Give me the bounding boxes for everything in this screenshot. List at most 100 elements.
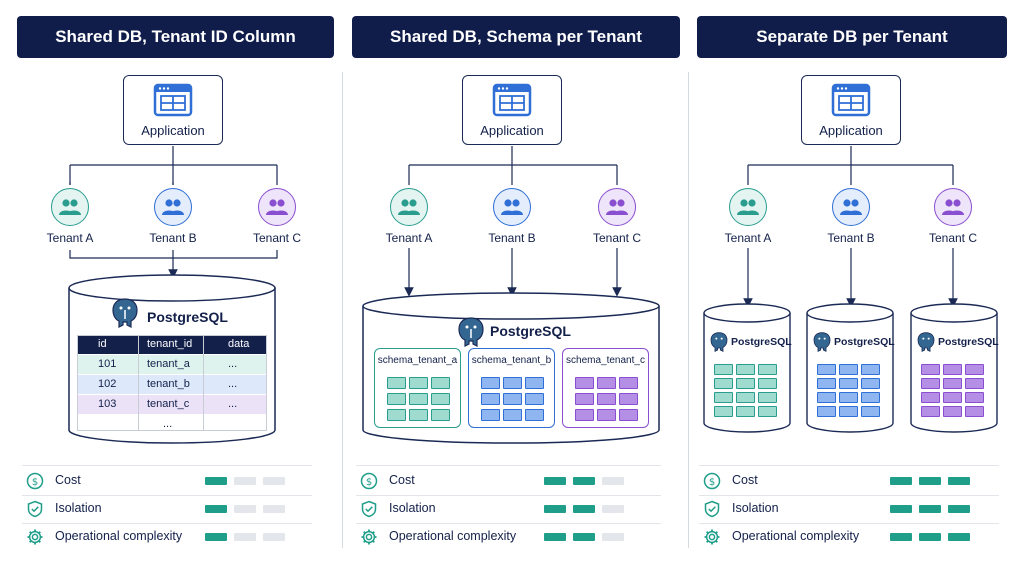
metric-separator [356, 523, 661, 524]
tenant-b-icon [832, 188, 870, 226]
schema-table-cell [409, 377, 428, 389]
postgresql-label: PostgreSQL [490, 323, 571, 339]
metric-level-bar [573, 533, 595, 541]
db-table-cell [736, 392, 755, 403]
table-cell: ... [163, 418, 173, 430]
metric-level-bar [263, 505, 285, 513]
metric-separator [356, 495, 661, 496]
metric-label: Operational complexity [732, 529, 860, 543]
db-table-cell [736, 364, 755, 375]
metric-level-bar [263, 477, 285, 485]
dollar-icon: $ [26, 472, 44, 490]
schema-table-cell [525, 377, 544, 389]
application-window-icon [492, 83, 532, 117]
schema-table-cell [387, 393, 406, 405]
metric-level-bar [205, 533, 227, 541]
gear-icon [360, 528, 378, 546]
table-cell: ... [228, 378, 238, 390]
shield-check-icon [703, 500, 721, 518]
metric-label: Isolation [732, 501, 779, 515]
metric-label: Cost [55, 473, 81, 487]
postgresql-database-tenant-b: PostgreSQL [806, 303, 895, 433]
metric-label: Cost [389, 473, 415, 487]
column-header-separate-db: Separate DB per Tenant [697, 16, 1007, 58]
db-table-cell [839, 392, 858, 403]
db-table-cell [921, 364, 940, 375]
db-table-cell [965, 406, 984, 417]
table-col-divider [138, 336, 139, 430]
postgresql-label: PostgreSQL [938, 336, 999, 348]
postgresql-label: PostgreSQL [147, 309, 228, 325]
tenant-c-icon [598, 188, 636, 226]
application-box: Application [123, 75, 223, 145]
metric-label: Operational complexity [389, 529, 517, 543]
schema-table-cell [387, 409, 406, 421]
schema-table-cell [481, 377, 500, 389]
dollar-icon: $ [703, 472, 721, 490]
db-table-cell [714, 364, 733, 375]
metric-level-bar [948, 477, 970, 485]
schema-label: schema_tenant_a [377, 355, 458, 366]
metric-level-bar [573, 477, 595, 485]
db-table-cell [736, 378, 755, 389]
schema-table-cell [575, 409, 594, 421]
postgresql-database-tenant-c: PostgreSQL [910, 303, 999, 433]
table-cell: ... [228, 398, 238, 410]
metric-separator [699, 495, 999, 496]
postgresql-elephant-icon [710, 332, 728, 352]
schema-table-cell [597, 377, 616, 389]
table-cell: ... [228, 358, 238, 370]
schema-table-cell [409, 409, 428, 421]
db-table-cell [943, 364, 962, 375]
schema-table-cell [619, 393, 638, 405]
gear-icon [703, 528, 721, 546]
column-divider [342, 72, 343, 548]
tenant-label: Tenant A [724, 231, 772, 245]
metric-level-bar [890, 505, 912, 513]
metric-level-bar [573, 505, 595, 513]
table-row-tenant-a [78, 355, 266, 374]
shield-check-icon [360, 500, 378, 518]
schema-table-cell [503, 393, 522, 405]
db-table-cell [714, 406, 733, 417]
db-table-cell [758, 392, 777, 403]
metric-level-bar [544, 505, 566, 513]
application-label: Application [480, 123, 544, 138]
table-col-divider [203, 336, 204, 430]
schema-table-cell [481, 393, 500, 405]
column-header-schema-per-tenant: Shared DB, Schema per Tenant [352, 16, 680, 58]
tenant-table [77, 335, 267, 431]
application-label: Application [141, 123, 205, 138]
db-table-cell [965, 364, 984, 375]
metric-level-bar [948, 505, 970, 513]
postgresql-elephant-icon [917, 332, 935, 352]
db-table-cell [839, 406, 858, 417]
db-table-cell [758, 406, 777, 417]
db-table-cell [817, 406, 836, 417]
table-cell: 103 [98, 398, 117, 410]
schema-table-cell [503, 409, 522, 421]
metric-level-bar [205, 505, 227, 513]
metric-separator [22, 523, 312, 524]
tenant-label: Tenant A [385, 231, 433, 245]
tenant-label: Tenant A [46, 231, 94, 245]
metric-level-bar [890, 533, 912, 541]
table-header-cell: data [228, 338, 250, 350]
table-header-cell: id [98, 338, 107, 350]
db-table-cell [943, 378, 962, 389]
schema-table-cell [525, 409, 544, 421]
metric-label: Isolation [55, 501, 102, 515]
schema-table-cell [387, 377, 406, 389]
schema-table-cell [575, 393, 594, 405]
application-window-icon [831, 83, 871, 117]
db-table-cell [921, 378, 940, 389]
metric-label: Cost [732, 473, 758, 487]
db-table-cell [861, 392, 880, 403]
metric-level-bar [263, 533, 285, 541]
metric-level-bar [919, 477, 941, 485]
tenant-a-icon [51, 188, 89, 226]
db-table-cell [861, 364, 880, 375]
metric-separator [356, 465, 661, 466]
db-table-cell [965, 392, 984, 403]
schema-table-cell [597, 409, 616, 421]
